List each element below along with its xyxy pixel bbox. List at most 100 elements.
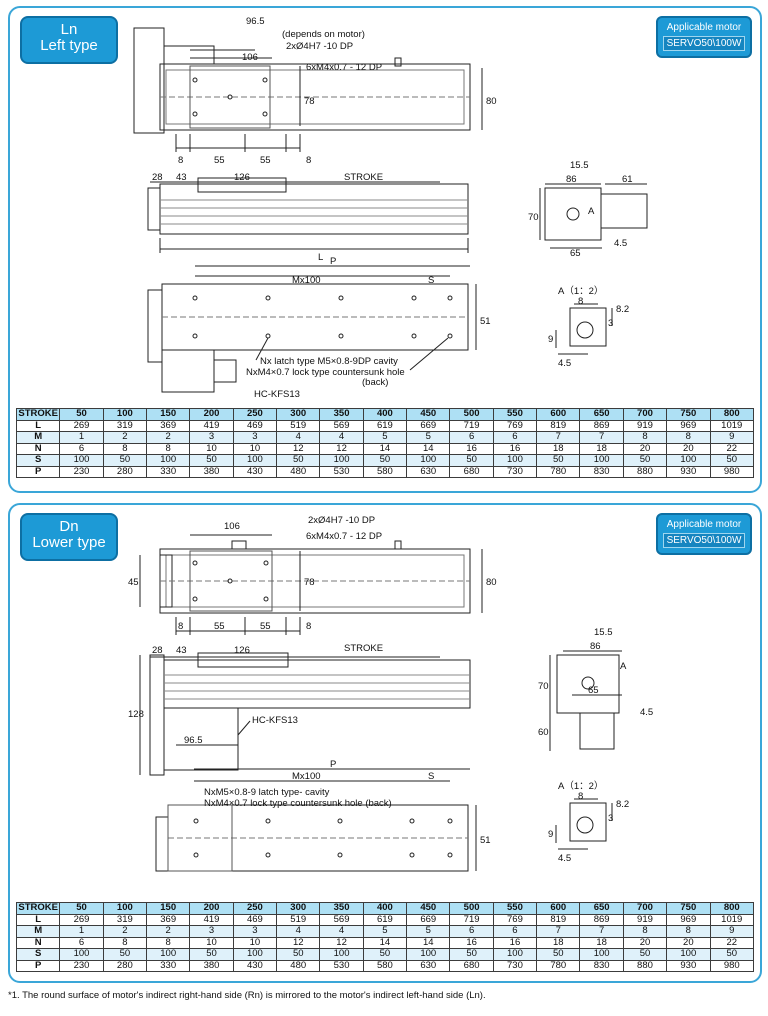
stroke-cell: 400 [362,902,408,915]
table-cell: 319 [102,419,148,432]
table-cell: 18 [579,442,624,455]
dim-label: A [620,661,627,672]
table-cell: 380 [189,465,234,478]
row-label: L [15,913,61,926]
note-label: NxM4×0.7 lock type countersunk hole (bac… [204,798,392,809]
dim-label: S [428,275,434,286]
table-cell: 419 [189,419,234,432]
table-cell: 480 [276,465,321,478]
stroke-cell: 500 [449,902,494,915]
dim-label: 45 [128,577,139,588]
table-cell: 580 [362,959,408,972]
table-cell: 100 [492,948,538,961]
motor-model: SERVO50\100W [662,36,746,51]
table-cell: 580 [362,465,408,478]
dim-label: 78 [304,96,315,107]
table-cell: 2 [102,431,148,444]
table-cell: 530 [319,959,364,972]
dim-label: 4.5 [558,853,571,864]
motor-body [133,27,165,134]
footnote: *1. The round surface of motor's indirec… [8,990,486,1001]
motor-title: Applicable motor [666,22,742,33]
table-cell: 880 [622,959,668,972]
table-cell: 680 [449,959,494,972]
stroke-cell: 300 [276,408,321,421]
table-cell: 1019 [709,913,754,926]
table-cell: 20 [622,936,668,949]
table-cell: 5 [362,431,408,444]
note-label: Nx latch type M5×0.8-9DP cavity [260,356,398,367]
detail-label: A（1：2） [558,780,603,792]
dim-label: 70 [538,681,549,692]
table-cell: 769 [492,419,538,432]
table-cell: 3 [189,925,234,938]
table-row: S 100 50 100 50 100 50 100 50 100 50 100… [15,948,754,961]
dim-label: 65 [588,685,599,696]
table-cell: 869 [579,913,624,926]
table-cell: 14 [362,442,408,455]
stroke-cell: 450 [406,902,451,915]
table-cell: 5 [362,925,408,938]
table-cell: 2 [102,925,148,938]
table-cell: 280 [102,959,148,972]
table-cell: 100 [666,948,711,961]
table-cell: 430 [232,465,278,478]
motor-title: Applicable motor [666,519,742,530]
dim-label: 60 [538,727,549,738]
table-cell: 50 [622,948,668,961]
dim-label: L [318,252,323,263]
table-cell: 4 [276,431,321,444]
table-cell: 8 [146,936,191,949]
table-cell: 230 [59,959,104,972]
dim-label: Mx100 [292,771,321,782]
table-cell: 100 [319,948,364,961]
dim-label: 2xØ4H7 -10 DP [286,41,353,52]
side-slider [197,652,289,668]
dim-label: 9 [548,829,553,840]
row-label: M [15,431,61,444]
dim-label: 80 [486,96,497,107]
table-row: N 6 8 8 10 10 12 12 14 14 16 16 18 18 20… [15,442,754,455]
table-cell: 6 [449,925,494,938]
dim-label: 65 [570,248,581,259]
spec-table: STROKE 50 100 150 200 250 300 350 400 45… [15,408,754,478]
stroke-cell: 350 [319,902,364,915]
stroke-cell: 650 [579,408,624,421]
table-cell: 100 [59,454,104,467]
dimension-labels: 106 2xØ4H7 -10 DP 6xM4x0.7 - 12 DP 45 78… [128,515,653,864]
dim-label: 55 [260,155,271,166]
dim-label: 4.5 [614,238,627,249]
table-cell: 730 [492,465,538,478]
table-cell: 269 [59,913,104,926]
dim-label: 96.5 [246,16,265,27]
table-cell: 14 [406,442,451,455]
bottom-motor [167,804,233,872]
table-cell: 780 [536,465,581,478]
dim-label: 126 [234,172,250,183]
dim-label: 55 [214,621,225,632]
table-cell: 2 [146,431,191,444]
table-cell: 14 [406,936,451,949]
dim-label: 96.5 [184,735,203,746]
stroke-cell: 50 [59,902,104,915]
note-label: NxM5×0.8-9 latch type- cavity [204,787,330,798]
dim-label: 106 [242,52,258,63]
dim-label: 126 [234,645,250,656]
table-row: M 1 2 2 3 3 4 4 5 5 6 6 7 7 8 8 9 [15,925,754,938]
table-row: S 100 50 100 50 100 50 100 50 100 50 100… [15,454,754,467]
dim-label: S [428,771,434,782]
dim-label: 8 [178,621,183,632]
table-cell: 969 [666,419,711,432]
dim-label: 15.5 [594,627,613,638]
stroke-cell: 200 [189,902,234,915]
table-cell: 16 [449,442,494,455]
dim-label: 55 [214,155,225,166]
spec-table: STROKE 50 100 150 200 250 300 350 400 45… [15,902,754,972]
model-label: HC-KFS13 [252,715,298,726]
stroke-cell: 800 [709,902,754,915]
table-cell: 330 [146,959,191,972]
dim-label: 55 [260,621,271,632]
table-cell: 50 [276,948,321,961]
detail-a-view [569,307,607,347]
table-cell: 50 [449,948,494,961]
